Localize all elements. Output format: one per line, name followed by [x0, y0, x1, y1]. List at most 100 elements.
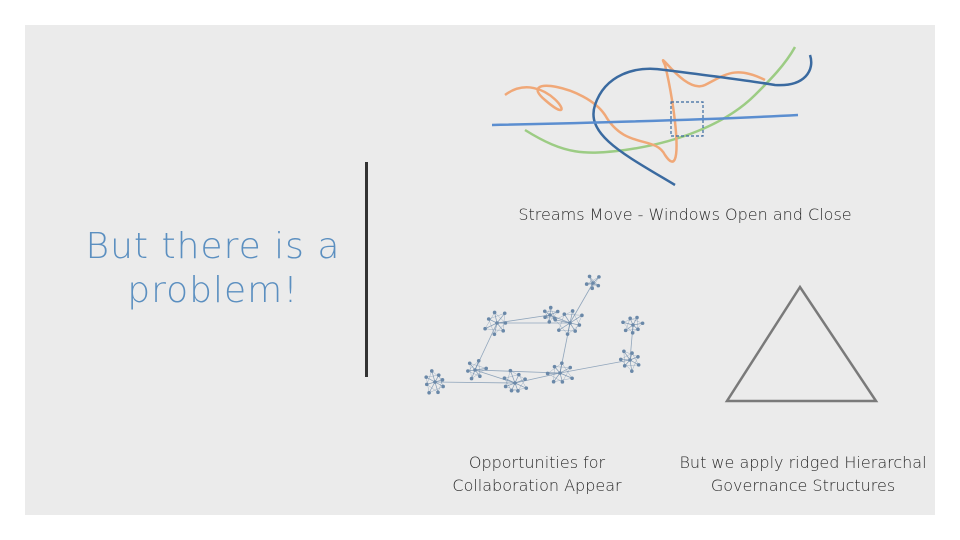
network-edge [630, 318, 643, 324]
slide: But there is a problem! Streams Move - W… [25, 25, 935, 515]
network-edge [484, 322, 498, 330]
network-edge [544, 307, 551, 318]
network-edge [494, 322, 498, 335]
network-edge [553, 372, 561, 382]
network-node [568, 365, 573, 370]
network-node [560, 361, 564, 365]
network-node [517, 372, 521, 377]
network-edge [474, 369, 516, 384]
network-node [436, 390, 440, 395]
network-edge [478, 360, 481, 377]
network-edge [469, 363, 487, 369]
network-node [555, 309, 560, 314]
network-node [628, 358, 632, 362]
network-edge [474, 368, 487, 371]
network-edge [434, 381, 516, 384]
network-edge [549, 311, 558, 323]
network-node [621, 320, 625, 325]
slide-title: But there is a problem! [85, 226, 341, 311]
network-edge [567, 322, 571, 335]
network-edge [437, 379, 443, 393]
network-node [628, 316, 632, 321]
network-node [636, 354, 640, 359]
network-edge [591, 276, 600, 289]
network-edge [625, 318, 631, 331]
network-node [469, 376, 474, 381]
network-edge [496, 313, 506, 324]
network-node [524, 386, 529, 390]
network-node [622, 349, 626, 354]
network-node [580, 313, 584, 318]
network-edge [558, 322, 571, 331]
network-edge [428, 381, 436, 393]
network-node [570, 309, 575, 313]
caption-hierarchy: But we apply ridged Hierarchal Governanc… [679, 453, 927, 495]
network-node [623, 328, 628, 333]
network-edge [555, 319, 568, 335]
network-edge [426, 384, 439, 393]
network-edge [623, 351, 625, 366]
network-edge [438, 375, 444, 387]
network-node [476, 358, 481, 363]
network-node [484, 366, 489, 371]
network-node [590, 286, 595, 291]
network-node [467, 361, 472, 366]
streams-illustration [491, 46, 813, 187]
network-node [557, 328, 561, 332]
network-edge [505, 386, 519, 392]
network-edge [488, 318, 495, 335]
network-edge [562, 367, 571, 383]
network-edge [426, 370, 433, 385]
network-node [587, 274, 592, 279]
network-node [502, 311, 507, 316]
network-edge [586, 276, 600, 285]
network-edge [589, 276, 593, 289]
network-edge [564, 313, 582, 316]
network-edge [559, 359, 631, 374]
network-node [640, 321, 645, 326]
network-node [548, 305, 553, 310]
network-edge [504, 377, 516, 384]
network-node [473, 368, 477, 372]
network-node [492, 332, 497, 337]
network-edge [547, 373, 563, 383]
network-edge [624, 364, 639, 367]
network-node [545, 371, 550, 376]
network-edge [504, 378, 512, 391]
network-edge [559, 372, 573, 379]
network-node [436, 373, 441, 377]
network-edge [494, 312, 498, 324]
network-edge [569, 282, 594, 324]
network-node [424, 382, 429, 387]
network-node [502, 376, 507, 380]
network-edge [561, 363, 573, 379]
network-edge [586, 283, 599, 286]
network-node [486, 317, 491, 321]
stream-blue-dark [592, 54, 813, 187]
network-node [560, 380, 565, 384]
network-edge [488, 313, 505, 320]
network-node [573, 329, 577, 333]
stream-orange [504, 59, 766, 163]
network-edge [471, 368, 487, 379]
network-node [440, 378, 445, 382]
network-node [570, 376, 574, 381]
network-edge [467, 360, 479, 372]
network-node [630, 331, 635, 335]
network-node [562, 312, 567, 316]
vertical-divider [365, 162, 368, 377]
network-edge [504, 374, 519, 379]
network-edge [474, 369, 561, 374]
network-edge [505, 370, 511, 387]
network-edge [569, 310, 573, 324]
network-edge [469, 363, 472, 379]
network-node [433, 380, 437, 384]
network-edge [631, 356, 639, 372]
network-edge [569, 315, 583, 324]
network-edge [426, 374, 439, 378]
network-edge [517, 379, 526, 392]
network-edge [636, 317, 639, 330]
network-node [495, 321, 499, 325]
caption-collaboration: Opportunities for Collaboration Appear [452, 453, 622, 495]
network-edge [558, 314, 565, 331]
